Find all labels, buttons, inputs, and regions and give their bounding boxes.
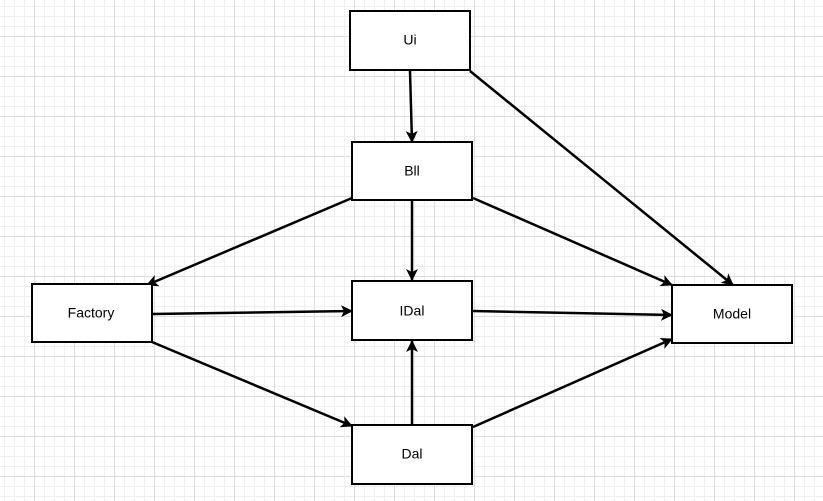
edge-factory-to-dal: [151, 340, 353, 428]
edge-ui-to-model: [469, 70, 734, 286]
edge-bll-to-factory: [146, 196, 353, 287]
node-ui-box: [349, 10, 471, 71]
node-factory-label: Factory: [68, 305, 115, 321]
edges-layer: [146, 70, 734, 429]
node-factory-box: [31, 283, 153, 343]
edge-factory-to-idal: [151, 305, 353, 318]
edge-dal-to-model: [472, 337, 673, 429]
node-idal: IDal: [351, 280, 473, 341]
node-model: Model: [671, 284, 793, 344]
edge-ui-to-bll: [405, 70, 418, 143]
node-bll-label: Bll: [404, 163, 420, 179]
node-dal-label: Dal: [401, 446, 422, 462]
node-model-label: Model: [713, 306, 751, 322]
node-factory: Factory: [31, 283, 153, 343]
node-model-box: [671, 284, 793, 344]
nodes-layer: Ui Bll IDal Dal Factory Model: [31, 10, 793, 485]
node-dal-box: [351, 424, 473, 485]
node-idal-label: IDal: [400, 303, 425, 319]
node-idal-box: [351, 280, 473, 341]
node-ui: Ui: [349, 10, 471, 71]
edge-bll-to-model: [472, 196, 673, 287]
node-bll-box: [351, 141, 473, 201]
node-dal: Dal: [351, 424, 473, 485]
node-bll: Bll: [351, 141, 473, 201]
edge-idal-to-model: [472, 308, 673, 321]
node-ui-label: Ui: [403, 32, 416, 48]
